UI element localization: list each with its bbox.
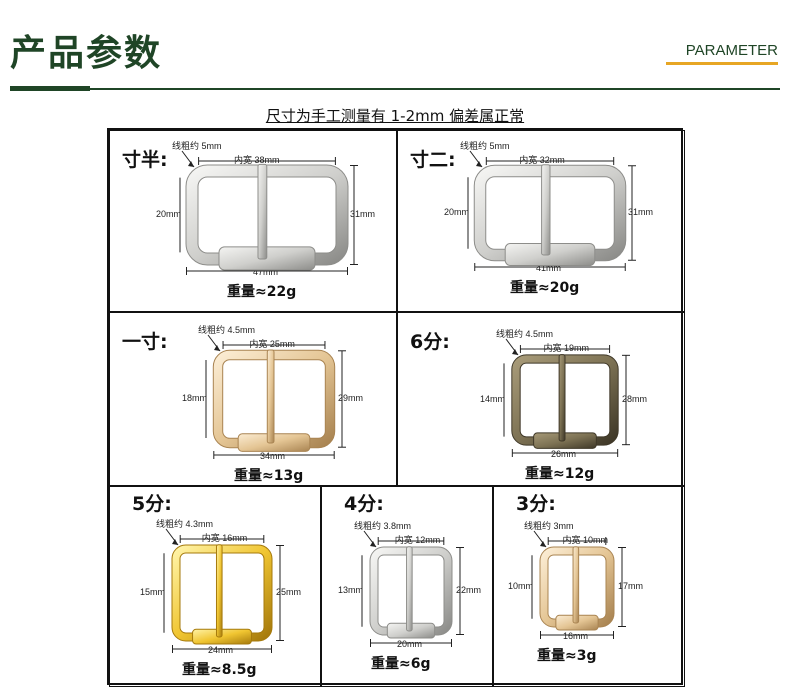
outer-height-label: 31mm — [628, 207, 654, 217]
wire-thickness-label: 线粗约 5mm — [460, 141, 510, 151]
inner-width-label: 内宽 38mm — [234, 155, 280, 165]
buckle-illustration — [503, 338, 630, 457]
size-label: 6分: — [410, 331, 450, 353]
buckle-prong — [257, 163, 268, 260]
size-label: 3分: — [516, 493, 556, 515]
product-cell: 6分: 线粗约 4.5mm 内宽 19mm 14mm 28mm 26mm 重量≈12g — [397, 312, 685, 486]
header-divider-accent — [10, 86, 90, 91]
outer-width-label: 24mm — [208, 645, 234, 655]
outer-height-label: 17mm — [618, 581, 644, 591]
arrow-head-icon — [370, 541, 376, 547]
weight-label: 重量≈12g — [525, 466, 595, 482]
wire-thickness-label: 线粗约 4.5mm — [496, 329, 554, 339]
product-grid: 寸半: 线粗约 5mm 内宽 38mm 20mm 31mm 47mm 重量≈22g 寸二: 线粗… — [107, 128, 685, 687]
outer-width-label: 41mm — [536, 263, 562, 273]
product-cell: 5分: 线粗约 4.3mm 内宽 16mm 15mm 25mm 24mm 重量≈8.5g — [109, 486, 321, 687]
inner-height-label: 10mm — [508, 581, 534, 591]
page-title: 产品参数 — [10, 33, 163, 74]
measurement-note: 尺寸为手工测量有 1-2mm 偏差属正常 — [0, 105, 790, 126]
page-subtitle: PARAMETER — [685, 42, 778, 59]
inner-height-label: 13mm — [338, 585, 364, 595]
weight-label: 重量≈6g — [371, 656, 431, 672]
product-cell: 寸二: 线粗约 5mm 内宽 32mm 20mm 31mm 41mm 重量≈20g — [397, 130, 685, 312]
outer-width-label: 16mm — [563, 631, 589, 641]
wire-thickness-label: 线粗约 3.8mm — [354, 521, 412, 531]
product-cell: 4分: 线粗约 3.8mm 内宽 12mm 13mm 22mm 20mm 重量≈6g — [321, 486, 493, 687]
outer-width-label: 34mm — [260, 451, 286, 461]
size-label: 一寸: — [122, 331, 168, 353]
buckle-illustration — [163, 528, 284, 653]
buckle-illustration — [531, 530, 626, 639]
buckle-illustration — [467, 150, 636, 271]
size-label: 寸二: — [410, 149, 456, 171]
buckle-illustration — [361, 530, 464, 647]
outer-height-label: 29mm — [338, 393, 364, 403]
outer-height-label: 25mm — [276, 587, 302, 597]
buckle-prong — [558, 354, 566, 442]
product-cell: 寸半: 线粗约 5mm 内宽 38mm 20mm 31mm 47mm 重量≈22g — [109, 130, 397, 312]
arrow-head-icon — [172, 539, 178, 545]
outer-width-label: 20mm — [397, 639, 423, 649]
outer-width-label: 26mm — [551, 449, 577, 459]
weight-label: 重量≈20g — [510, 280, 580, 296]
buckle-illustration — [179, 150, 358, 275]
inner-width-label: 内宽 25mm — [249, 339, 295, 349]
weight-label: 重量≈3g — [537, 648, 597, 664]
outer-width-label: 47mm — [253, 267, 279, 277]
weight-label: 重量≈8.5g — [182, 662, 257, 678]
buckle-prong — [541, 164, 551, 256]
inner-height-label: 15mm — [140, 587, 166, 597]
inner-width-label: 内宽 32mm — [519, 155, 565, 165]
inner-width-label: 内宽 16mm — [201, 533, 248, 543]
inner-height-label: 14mm — [480, 394, 506, 404]
wire-thickness-label: 线粗约 3mm — [524, 521, 574, 531]
wire-thickness-label: 线粗约 4.5mm — [198, 325, 256, 335]
buckle-prong — [215, 544, 223, 638]
arrow-head-icon — [214, 345, 220, 351]
weight-label: 重量≈22g — [227, 284, 297, 300]
inner-height-label: 18mm — [182, 393, 208, 403]
outer-height-label: 28mm — [622, 394, 648, 404]
arrow-head-icon — [512, 349, 518, 355]
product-cell: 一寸: 线粗约 4.5mm 内宽 25mm 18mm 29mm 34mm 重量≈13g — [109, 312, 397, 486]
arrow-head-icon — [540, 541, 546, 547]
size-label: 5分: — [132, 493, 172, 515]
inner-height-label: 20mm — [156, 209, 182, 219]
arrow-head-icon — [476, 161, 482, 167]
wire-thickness-label: 线粗约 4.3mm — [156, 519, 214, 529]
product-cell: 3分: 线粗约 3mm 内宽 10mm 10mm 17mm 16mm 重量≈3g — [493, 486, 685, 687]
inner-width-label: 内宽 12mm — [394, 535, 441, 545]
buckle-prong — [266, 349, 275, 444]
size-label: 寸半: — [122, 149, 168, 171]
inner-width-label: 内宽 19mm — [543, 343, 589, 353]
header-divider — [10, 88, 780, 90]
buckle-prong — [572, 546, 580, 624]
measurement-note-text: 尺寸为手工测量有 1-2mm 偏差属正常 — [265, 107, 525, 125]
buckle-illustration — [205, 334, 346, 459]
subtitle-underline — [666, 62, 778, 65]
outer-height-label: 31mm — [350, 209, 376, 219]
wire-thickness-label: 线粗约 5mm — [172, 141, 222, 151]
weight-label: 重量≈13g — [234, 468, 304, 484]
inner-width-label: 内宽 10mm — [562, 535, 608, 545]
inner-height-label: 20mm — [444, 207, 470, 217]
buckle-prong — [406, 546, 413, 632]
outer-height-label: 22mm — [456, 585, 482, 595]
arrow-head-icon — [188, 161, 194, 167]
size-label: 4分: — [344, 493, 384, 515]
